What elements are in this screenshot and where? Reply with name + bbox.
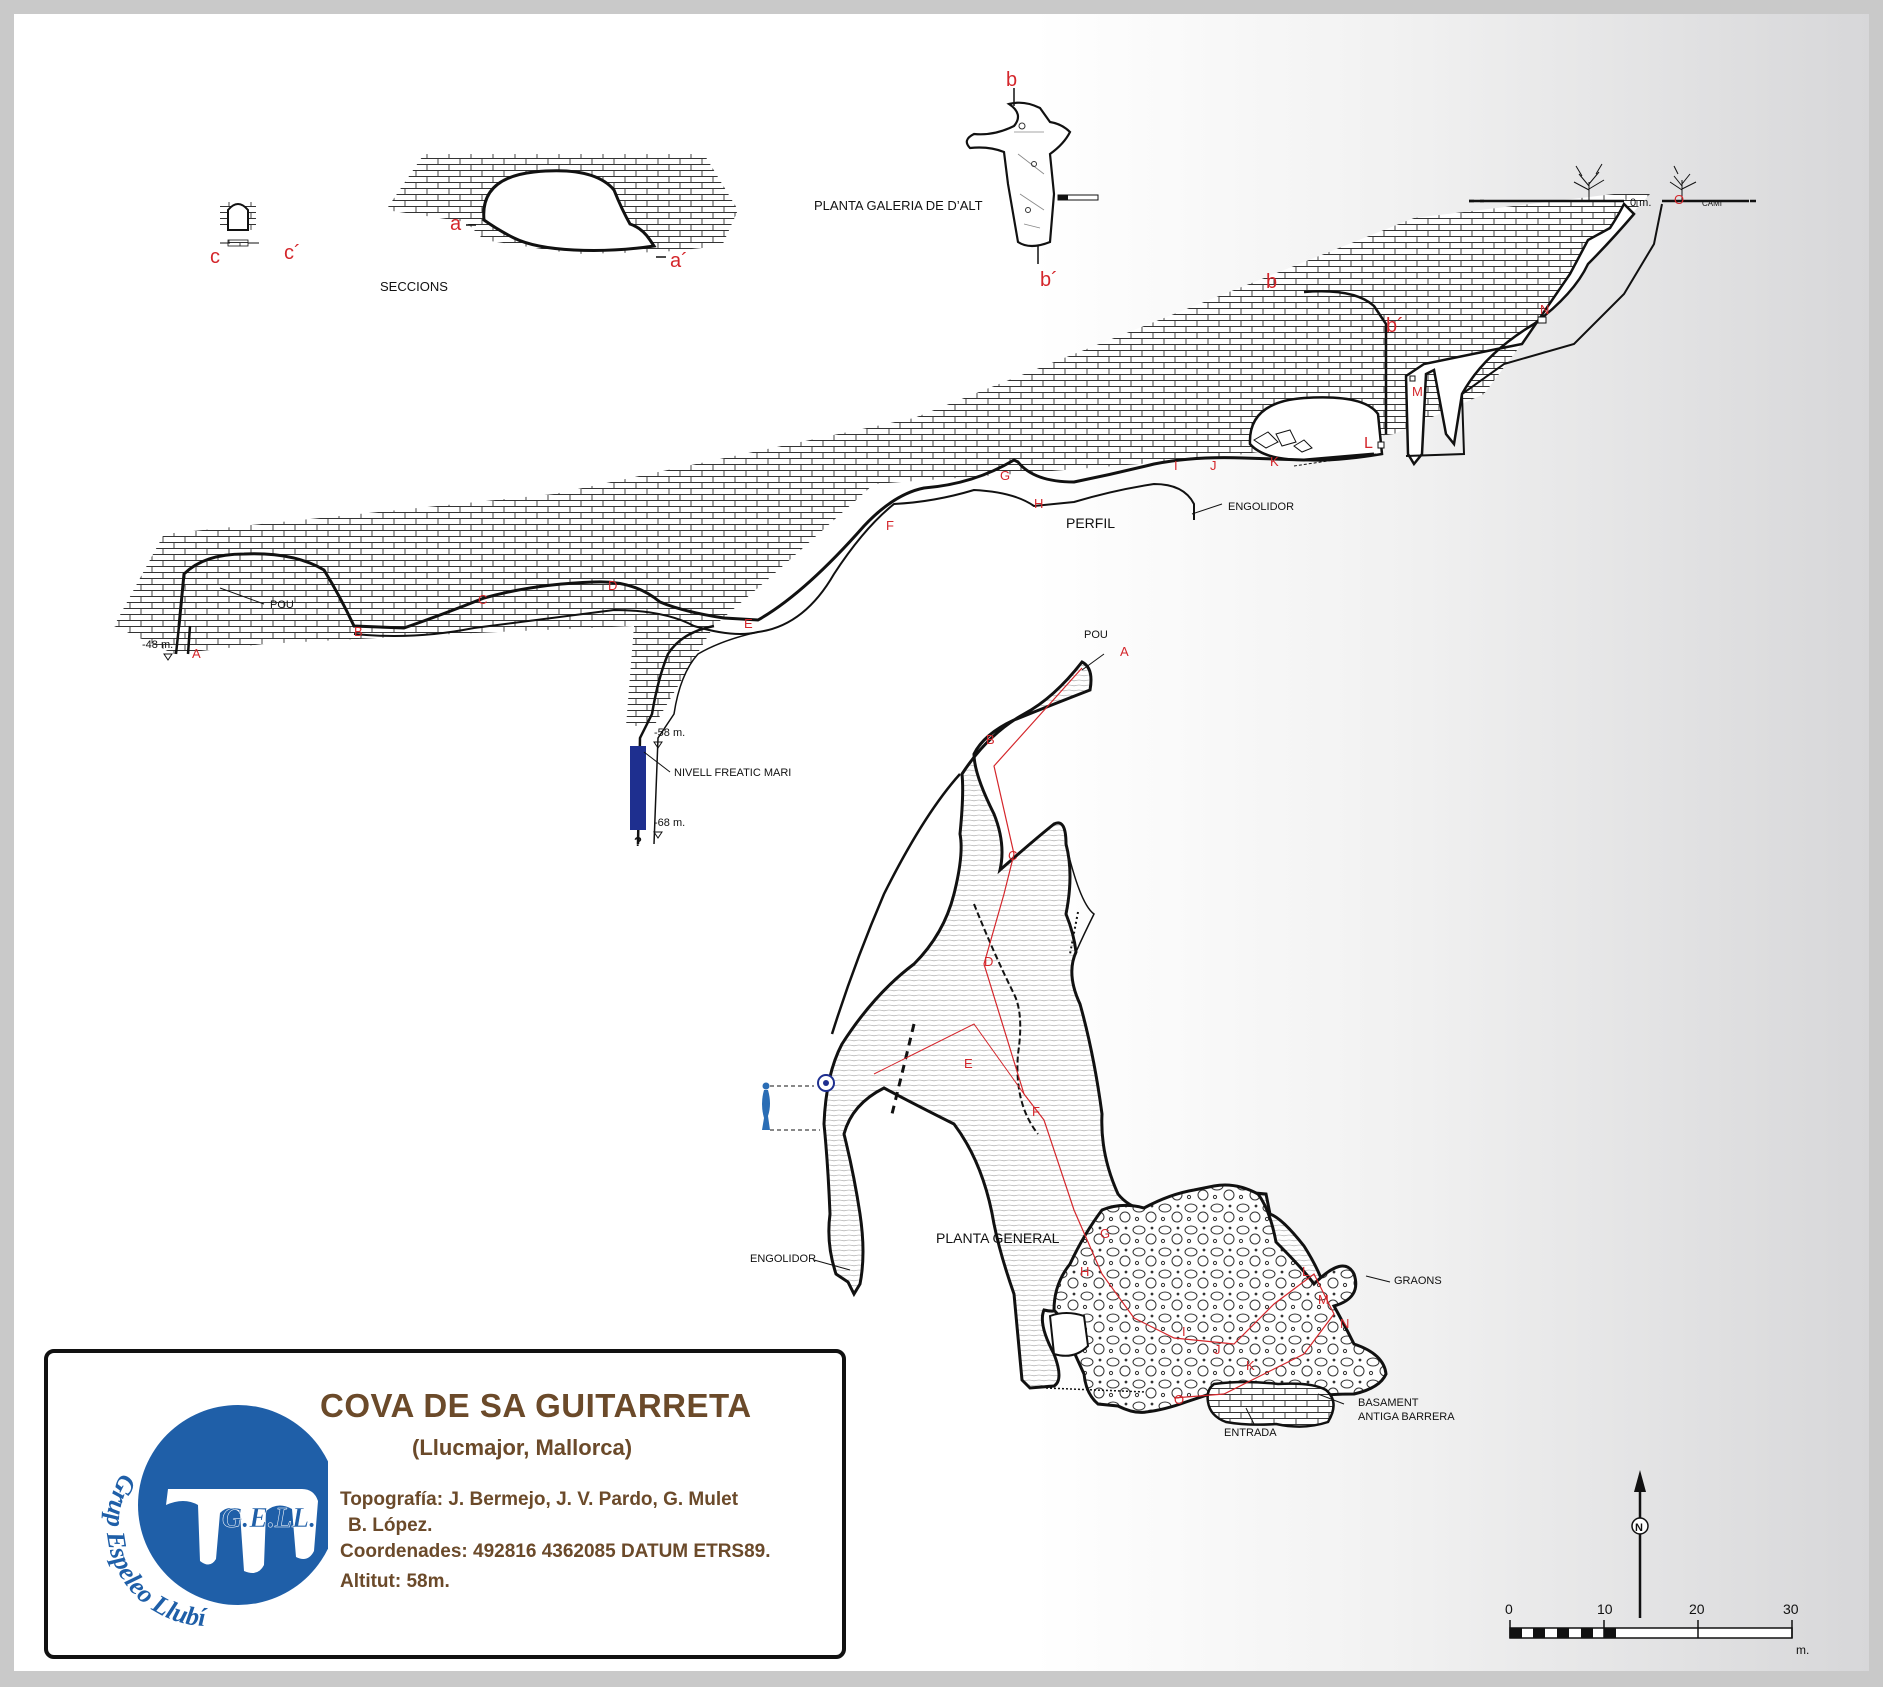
section-label-a-prime: a´ (670, 250, 688, 272)
upper-gallery-plan: PLANTA GALERIA DE D’ALT b b´ (814, 69, 1099, 291)
profile-station-j: J (1210, 458, 1217, 473)
profile-callout-engolidor: ENGOLIDOR (1228, 501, 1294, 513)
plan-group: PLANTA GENERAL POU ENGOLIDOR GRAONS ENTR… (750, 629, 1455, 1439)
plan-callout-entrada: ENTRADA (1224, 1427, 1277, 1439)
plan-station-j: J (1214, 1342, 1221, 1357)
section-c (220, 202, 259, 247)
plan-station-e: E (964, 1056, 973, 1071)
plan-station-i: I (1182, 1324, 1186, 1339)
plan-station-k: K (1246, 1358, 1255, 1373)
plan-station-d: D (984, 954, 993, 969)
north-label: N (1635, 1522, 1643, 1534)
scale-tick-30: 30 (1783, 1601, 1799, 1617)
plan-station-f: F (1032, 1104, 1040, 1119)
profile-station-i: I (1174, 458, 1178, 473)
depth-68: -68 m. (654, 817, 685, 829)
profile-group: PERFIL POU ENGOLIDOR NIVELL FREATIC MARI… (114, 163, 1756, 849)
scale-bar: 0 10 20 30 m. (1505, 1601, 1809, 1657)
section-label-c: c (210, 246, 220, 268)
profile-station-a: A (192, 646, 201, 661)
scale-unit: m. (1796, 1643, 1809, 1657)
depth-unknown: ? (634, 834, 642, 849)
survey-line (983, 667, 1335, 1399)
scale-tick-0: 0 (1505, 1601, 1513, 1617)
plan-station-l: L (1302, 1264, 1309, 1279)
plan-station-o: O (1174, 1392, 1184, 1407)
profile-station-e: E (744, 616, 753, 631)
sea-water-column (630, 746, 646, 830)
plan-station-h: H (1080, 1264, 1089, 1279)
profile-callout-cami: CAMI (1702, 199, 1722, 208)
profile-station-f: F (886, 518, 894, 533)
profile-label-b-prime: b´ (1386, 315, 1404, 337)
cave-survey-drawing: SECCIONS c c´ a a´ PLANTA GALERIA DE D’A… (114, 69, 1809, 1657)
upper-plan-label-b-prime: b´ (1040, 269, 1058, 291)
cave-title: COVA DE SA GUITARRETA (320, 1387, 752, 1424)
tree-icon (1573, 163, 1605, 201)
tree-icon (1669, 165, 1697, 201)
profile-station-m: M (1412, 384, 1423, 399)
profile-callout-pou: POU (270, 599, 294, 611)
coordinates: Coordenades: 492816 4362085 DATUM ETRS89… (340, 1541, 771, 1562)
plan-station-m: M (1318, 1292, 1329, 1307)
map-sheet: SECCIONS c c´ a a´ PLANTA GALERIA DE D’A… (14, 14, 1869, 1671)
profile-station-o: O (1674, 192, 1684, 207)
profile-station-k: K (1270, 454, 1279, 469)
plan-callout-basament: BASAMENT (1358, 1397, 1419, 1409)
section-a (386, 154, 738, 258)
section-label-a: a (450, 213, 462, 235)
depth-48: -48 m. (142, 639, 173, 651)
plan-title: PLANTA GENERAL (936, 1230, 1060, 1246)
topography-credits: Topografía: J. Bermejo, J. V. Pardo, G. … (340, 1489, 739, 1510)
profile-title: PERFIL (1066, 515, 1115, 531)
sections-group: SECCIONS c c´ a a´ (210, 154, 738, 294)
plan-station-a: A (1120, 644, 1129, 659)
profile-station-b: B (354, 624, 363, 639)
profile-callout-nivell: NIVELL FREATIC MARI (674, 767, 791, 779)
topography-credits-cont: B. López. (348, 1515, 433, 1536)
north-arrow-icon: N (1631, 1470, 1649, 1618)
scale-tick-20: 20 (1689, 1601, 1705, 1617)
plan-station-c: C (1008, 848, 1017, 863)
plan-callout-engolidor: ENGOLIDOR (750, 1253, 816, 1265)
depth-0: 0 m. (1630, 197, 1651, 209)
section-label-c-prime: c´ (284, 242, 301, 264)
scale-tick-10: 10 (1597, 1601, 1613, 1617)
profile-label-b: b (1266, 271, 1277, 293)
plan-station-n: N (1340, 1316, 1349, 1331)
upper-plan-label-b: b (1006, 69, 1017, 91)
profile-stations: A B C D E F G H I J K L M N O b b´ (192, 192, 1684, 661)
plan-station-g: G (1100, 1226, 1110, 1241)
profile-station-l: L (1364, 435, 1373, 452)
plan-callout-pou: POU (1084, 629, 1108, 641)
person-icon (762, 1082, 770, 1130)
sections-title: SECCIONS (380, 279, 448, 294)
gell-logo: G.E.LL. Grup Espeleo Llubí (101, 1405, 328, 1632)
plan-station-b: B (986, 732, 995, 747)
depth-58: -58 m. (654, 727, 685, 739)
altitude: Altitut: 58m. (340, 1571, 450, 1592)
plan-callout-graons: GRAONS (1394, 1275, 1442, 1287)
upper-plan-title: PLANTA GALERIA DE D’ALT (814, 198, 983, 213)
profile-station-c: C (478, 592, 487, 607)
profile-station-g: G (1000, 468, 1010, 483)
logo-text: G.E.LL. (222, 1503, 316, 1534)
plan-callout-antiga-barrera: ANTIGA BARRERA (1358, 1411, 1455, 1423)
profile-station-n: N (1540, 302, 1549, 317)
title-block: G.E.LL. Grup Espeleo Llubí COVA DE SA GU… (44, 1349, 846, 1659)
plan-stations: A B C D E F G H I J K L M N O (964, 644, 1349, 1407)
cave-location: (Llucmajor, Mallorca) (412, 1435, 633, 1460)
profile-station-d: D (608, 578, 617, 593)
profile-station-h: H (1034, 496, 1043, 511)
